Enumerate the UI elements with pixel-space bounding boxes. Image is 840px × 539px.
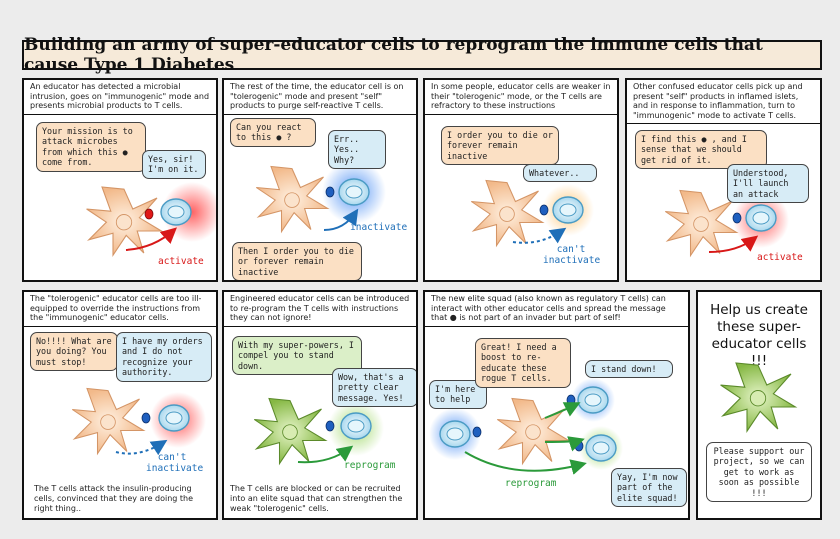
educator-speech-bubble: I order you to die or forever remain ina… (441, 126, 559, 166)
educator-order-bubble: Then I order you to die or forever remai… (232, 242, 362, 280)
antigen-icon (472, 426, 482, 438)
educator-speech-bubble: I find this ● , and I sense that we shou… (635, 130, 767, 170)
panel-scene (429, 378, 623, 475)
t-cell-speech-bubble: Err.. Yes.. Why? (328, 130, 386, 170)
antigen-icon (574, 440, 584, 452)
educator-cell (496, 397, 570, 465)
activate-label: activate (158, 256, 204, 267)
educator-cell (255, 165, 329, 233)
panel-5: The "tolerogenic" educator cells are too… (22, 290, 218, 520)
educator-cell (71, 387, 145, 455)
t-cell (552, 196, 584, 224)
educator-speech-bubble: Great! I need a boost to re-educate thes… (475, 338, 571, 388)
educator-speech-bubble: Can you react to this ● ? (230, 118, 316, 147)
inactivate-label: inactivate (350, 222, 408, 233)
activate-arrow (708, 235, 759, 253)
panel-caption: In some people, educator cells are weake… (425, 80, 617, 115)
antigen-icon (141, 412, 151, 424)
panel-scene (664, 189, 789, 257)
t-cell-speech-bubble-bottom: Yay, I'm now part of the elite squad! (611, 468, 687, 508)
failed-inactivate-arrow (512, 227, 567, 244)
panel-scene (71, 387, 206, 456)
t-cell-speech-bubble: I have my orders and I do not recognize … (116, 332, 212, 382)
t-cell-speech-bubble-top: I stand down! (585, 360, 673, 379)
engineered-educator-cell (720, 362, 796, 432)
reprogram-label: reprogram (505, 478, 557, 489)
panel-8: Help us create these super-educator cell… (696, 290, 822, 520)
t-cell (745, 204, 777, 232)
engineered-educator-cell (253, 397, 327, 465)
t-cell (585, 434, 617, 462)
panel-4: Other confused educator cells pick up an… (625, 78, 822, 282)
educator-speech-bubble: No!!!! What are you doing? You must stop… (30, 332, 118, 372)
educator-cell (470, 179, 544, 247)
panel-scene (255, 160, 386, 233)
panel-1: An educator has detected a microbial int… (22, 78, 218, 282)
regulatory-t-cell (439, 420, 471, 448)
reprogram-arrow (544, 436, 585, 452)
comic-title: Building an army of super-educator cells… (22, 35, 822, 75)
reprogram-arrow (544, 402, 581, 419)
panel-caption: The rest of the time, the educator cell … (224, 80, 416, 115)
antigen-icon (732, 212, 742, 224)
antigen-icon (539, 204, 549, 216)
t-cell (158, 404, 190, 432)
panel-caption: Other confused educator cells pick up an… (627, 80, 820, 125)
antigen-icon (144, 208, 154, 220)
t-cell-speech-bubble: Understood, I'll launch an attack (727, 164, 809, 204)
panel-2: The rest of the time, the educator cell … (222, 78, 418, 282)
support-speech-bubble: Please support our project, so we can ge… (706, 442, 812, 503)
panel-6: Engineered educator cells can be introdu… (222, 290, 418, 520)
panel-bottom-caption: The T cells attack the insulin-producing… (34, 484, 194, 513)
educator-cell (664, 189, 738, 257)
educator-speech-bubble: Your mission is to attack microbes from … (36, 122, 146, 172)
call-to-action-headline: Help us create these super-educator cell… (710, 302, 808, 369)
panel-scene (86, 182, 216, 256)
t-cell-speech-bubble: Yes, sir! I'm on it. (142, 150, 206, 179)
reprogram-arrow (297, 445, 354, 464)
panel-7: The new elite squad (also known as regul… (423, 290, 690, 520)
panel-scene (253, 397, 384, 465)
activate-arrow (125, 227, 177, 251)
t-cell (577, 386, 609, 414)
activate-label: activate (757, 252, 803, 263)
panel-caption: Engineered educator cells can be introdu… (224, 292, 416, 327)
panel-caption: The new elite squad (also known as regul… (425, 292, 688, 327)
panel-caption: An educator has detected a microbial int… (24, 80, 216, 115)
t-cell (338, 178, 370, 206)
reprogram-label: reprogram (344, 460, 396, 471)
t-cell (340, 412, 372, 440)
reprogram-arrow (464, 451, 587, 475)
antigen-icon (325, 420, 335, 432)
antigen-icon (325, 186, 335, 198)
panel-caption: The "tolerogenic" educator cells are too… (24, 292, 216, 327)
antigen-icon (566, 394, 576, 406)
panel-bottom-caption: The T cells are blocked or can be recrui… (230, 484, 403, 513)
t-cell (160, 198, 192, 226)
t-cell-speech-bubble: Whatever.. (523, 164, 597, 183)
panel-3: In some people, educator cells are weake… (423, 78, 619, 282)
inactivate-arrow (323, 208, 359, 231)
panel-scene (470, 179, 594, 247)
cant-inactivate-label: can't inactivate (146, 452, 204, 474)
t-cell-speech-bubble: Wow, that's a pretty clear message. Yes! (332, 368, 416, 408)
cant-inactivate-label: can't inactivate (543, 244, 601, 266)
